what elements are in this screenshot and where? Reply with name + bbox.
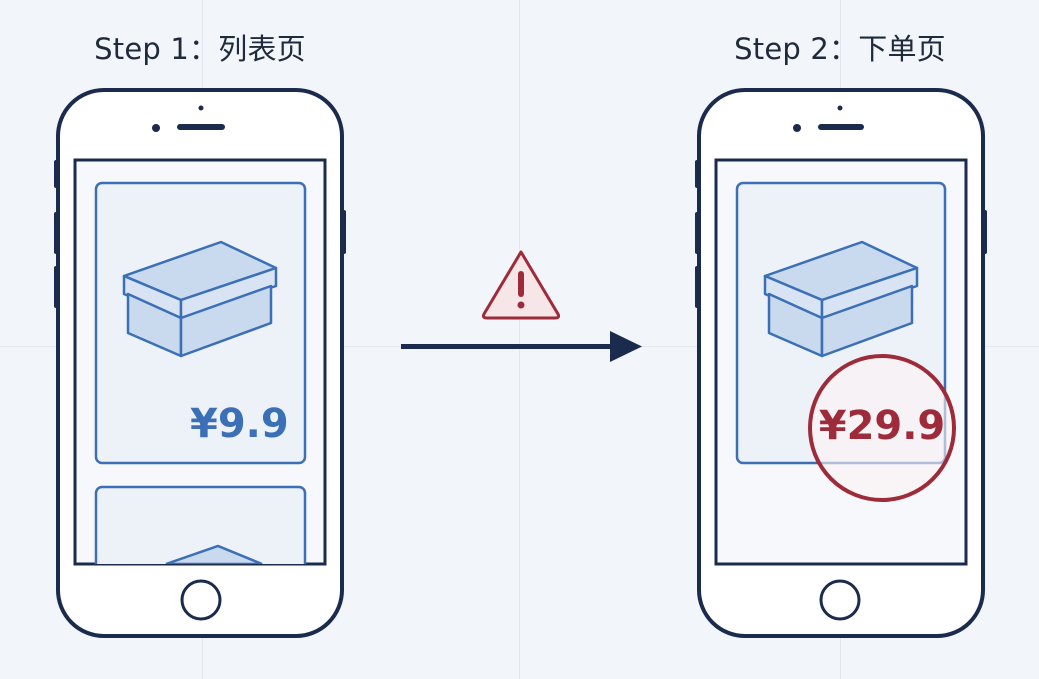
- price-highlight-circle: [808, 354, 956, 502]
- step-2-title: Step 2：下单页: [734, 32, 946, 66]
- front-camera-icon: [198, 105, 204, 111]
- home-button-icon[interactable]: [819, 579, 861, 621]
- box-icon: [763, 240, 919, 358]
- speaker-grille: [177, 124, 225, 130]
- box-icon: [165, 544, 263, 564]
- step-1-title: Step 1：列表页: [94, 32, 306, 66]
- list-page-price: ¥9.9: [190, 401, 289, 447]
- front-camera-icon: [837, 105, 843, 111]
- grid-line: [519, 0, 520, 679]
- home-button-icon[interactable]: [180, 579, 222, 621]
- warning-triangle-icon: [481, 250, 561, 320]
- product-card[interactable]: [94, 485, 307, 637]
- order-page-price: ¥29.9: [818, 403, 946, 449]
- sensor-dot: [152, 124, 160, 132]
- right-arrow-icon: [401, 331, 642, 362]
- box-icon: [122, 240, 278, 358]
- phone-step-2: [695, 88, 987, 638]
- phone-step-1: [54, 88, 346, 638]
- speaker-grille: [818, 124, 864, 130]
- sensor-dot: [793, 124, 801, 132]
